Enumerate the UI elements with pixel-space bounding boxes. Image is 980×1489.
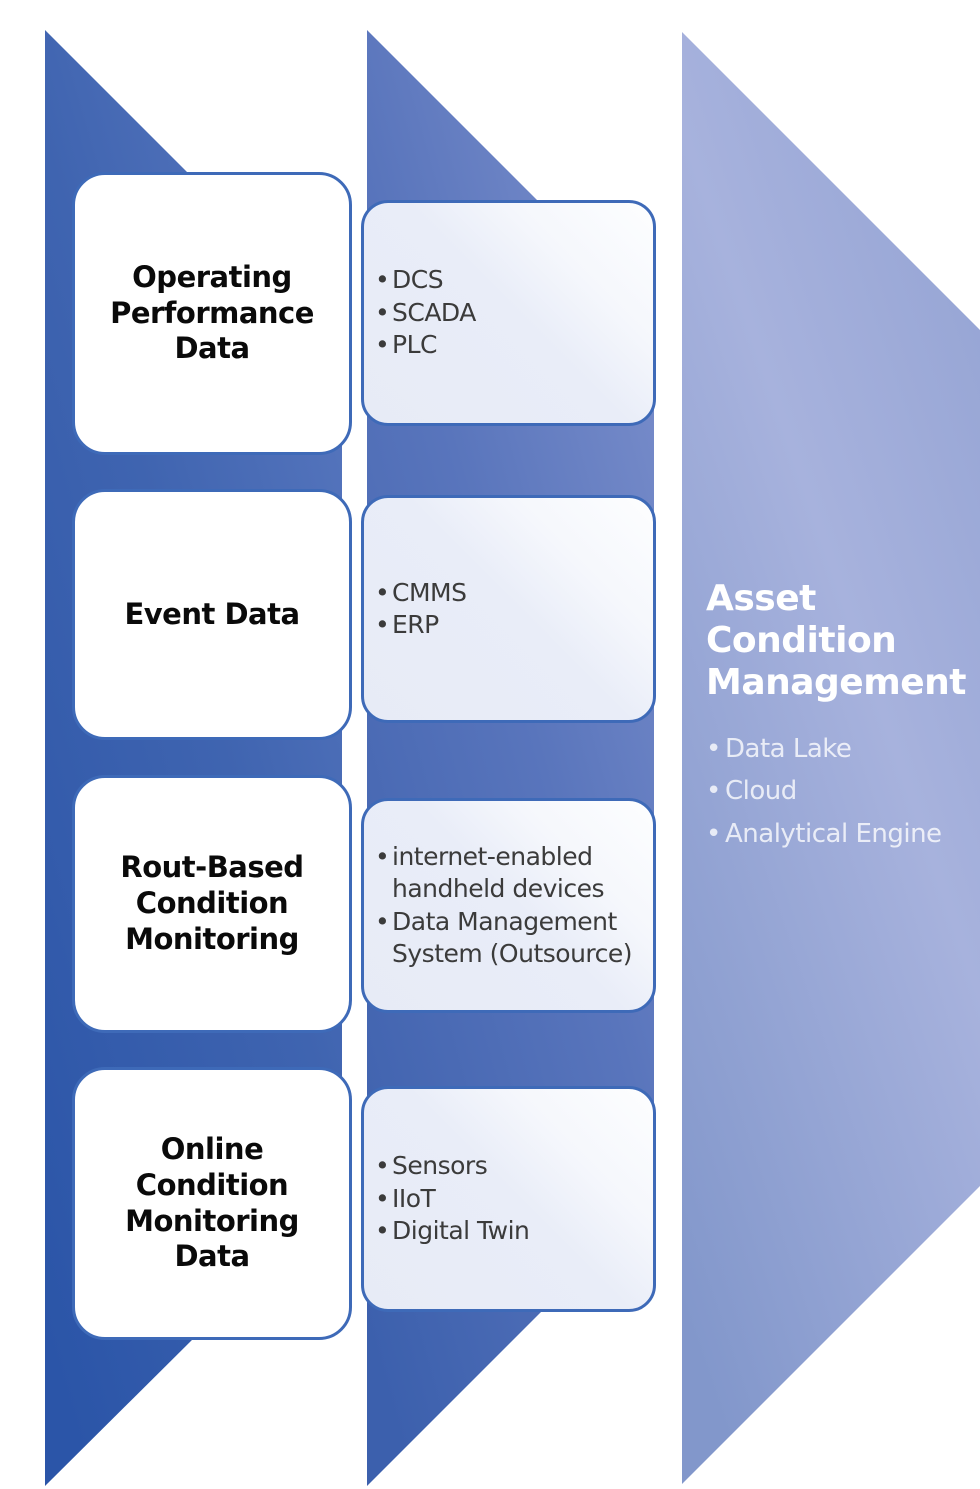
system-name: PLC	[392, 330, 437, 360]
system-name: IIoT	[392, 1183, 436, 1213]
system-name: Data Management System (Outsource)	[392, 906, 633, 969]
bullet-icon: •	[375, 1216, 390, 1246]
list-item: • Cloud	[706, 770, 972, 812]
systems-list: • internet-enabled handheld devices • Da…	[375, 841, 641, 971]
system-name: CMMS	[392, 577, 467, 607]
list-item: • Sensors	[375, 1150, 641, 1183]
systems-box-online-monitoring: • Sensors • IIoT • Digital Twin	[361, 1086, 656, 1312]
list-item: • IIoT	[375, 1183, 641, 1216]
system-name: Digital Twin	[392, 1216, 530, 1246]
list-item: • Analytical Engine	[706, 813, 972, 855]
list-item: • Data Management System (Outsource)	[375, 906, 641, 971]
category-label: Event Data	[124, 596, 300, 631]
category-box-event-data: Event Data	[72, 489, 352, 740]
list-item: • SCADA	[375, 297, 641, 330]
systems-box-event-data: • CMMS • ERP	[361, 495, 656, 723]
target-item: Cloud	[725, 776, 797, 807]
list-item: • internet-enabled handheld devices	[375, 841, 641, 906]
list-item: • Data Lake	[706, 728, 972, 770]
category-label: Rout-Based Condition Monitoring	[120, 850, 304, 956]
systems-box-rout-based-monitoring: • internet-enabled handheld devices • Da…	[361, 798, 656, 1013]
target-block-asset-condition-management: Asset Condition Management • Data Lake •…	[706, 578, 972, 855]
list-item: • Digital Twin	[375, 1215, 641, 1248]
system-name: DCS	[392, 265, 444, 295]
list-item: • PLC	[375, 329, 641, 362]
target-item: Data Lake	[725, 734, 852, 765]
target-title: Asset Condition Management	[706, 578, 967, 704]
bullet-icon: •	[375, 906, 390, 936]
system-name: internet-enabled handheld devices	[392, 841, 605, 904]
bullet-icon: •	[375, 610, 390, 639]
systems-list: • DCS • SCADA • PLC	[375, 264, 641, 362]
systems-box-operating-performance: • DCS • SCADA • PLC	[361, 200, 656, 426]
list-item: • DCS	[375, 264, 641, 297]
bullet-icon: •	[375, 330, 390, 360]
systems-list: • CMMS • ERP	[375, 577, 641, 642]
bullet-icon: •	[375, 577, 390, 607]
category-label: Online Condition Monitoring Data	[125, 1131, 299, 1274]
bullet-icon: •	[375, 841, 390, 871]
system-name: Sensors	[392, 1151, 488, 1181]
bullet-icon: •	[706, 818, 721, 849]
category-box-online-condition-monitoring-data: Online Condition Monitoring Data	[72, 1067, 352, 1340]
pennant-band-light	[682, 32, 980, 1484]
category-label: Operating Performance Data	[110, 259, 314, 366]
list-item: • CMMS	[375, 577, 641, 610]
bullet-icon: •	[375, 1151, 390, 1181]
system-name: ERP	[392, 610, 439, 639]
bullet-icon: •	[375, 265, 390, 295]
category-box-rout-based-condition-monitoring: Rout-Based Condition Monitoring	[72, 775, 352, 1033]
bullet-icon: •	[706, 734, 721, 765]
list-item: • ERP	[375, 609, 641, 642]
target-item: Analytical Engine	[725, 818, 942, 849]
bullet-icon: •	[375, 1183, 390, 1213]
bullet-icon: •	[375, 297, 390, 327]
bullet-icon: •	[706, 776, 721, 807]
target-items-list: • Data Lake • Cloud • Analytical Engine	[706, 728, 972, 854]
category-box-operating-performance-data: Operating Performance Data	[72, 172, 352, 455]
systems-list: • Sensors • IIoT • Digital Twin	[375, 1150, 641, 1248]
system-name: SCADA	[392, 297, 476, 327]
